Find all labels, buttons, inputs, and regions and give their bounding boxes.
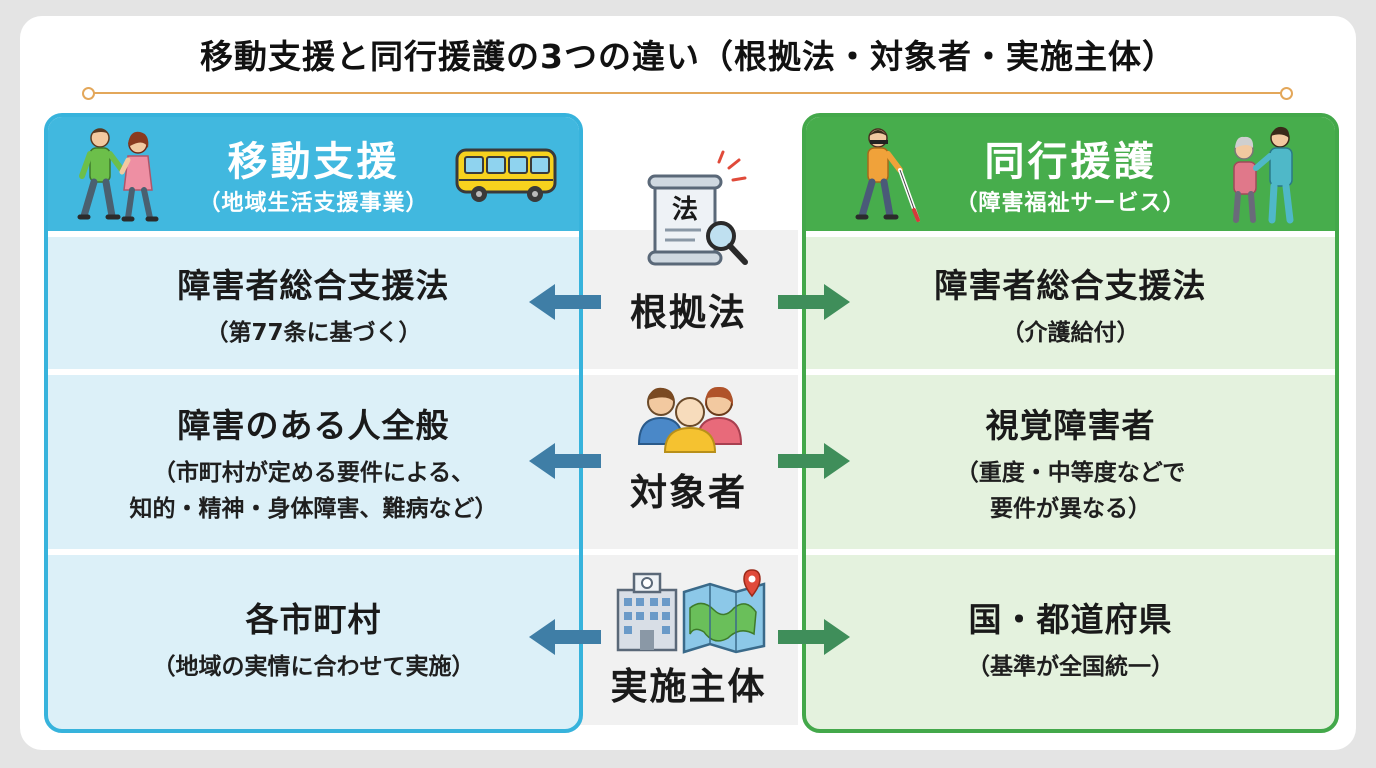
diagram-title: 移動支援と同行援護の3つの違い（根拠法・対象者・実施主体） xyxy=(200,37,1176,76)
row-separator xyxy=(48,369,579,375)
left-target-main: 障害のある人全般 xyxy=(177,406,450,445)
law-document-icon: 法 xyxy=(647,150,748,266)
right-row-implementer: 国・都道府県 （基準が全国統一） xyxy=(806,593,1335,685)
building-map-icon xyxy=(616,569,766,654)
right-law-sub: （介護給付） xyxy=(1001,320,1140,346)
category-separator xyxy=(579,369,798,375)
right-implementer-sub: （基準が全国統一） xyxy=(967,654,1174,680)
right-target-main: 視覚障害者 xyxy=(985,406,1156,445)
cane-walker-icon xyxy=(855,128,920,222)
left-law-main: 障害者総合支援法 xyxy=(177,266,450,305)
bus-icon xyxy=(455,148,557,202)
category-label-implementer: 実施主体 xyxy=(610,665,767,708)
left-row-target: 障害のある人全般 （市町村が定める要件による、 知的・精神・身体障害、難病など） xyxy=(48,399,579,527)
right-panel-subtitle: （障害福祉サービス） xyxy=(955,191,1186,216)
row-separator xyxy=(806,369,1335,375)
left-arrow-law xyxy=(529,284,601,320)
left-implementer-main: 各市町村 xyxy=(245,600,382,639)
row-separator xyxy=(48,231,579,237)
right-law-main: 障害者総合支援法 xyxy=(934,266,1207,305)
left-row-implementer: 各市町村 （地域の実情に合わせて実施） xyxy=(48,593,579,685)
right-panel-title: 同行援護 xyxy=(984,139,1157,185)
right-implementer-main: 国・都道府県 xyxy=(968,600,1173,639)
left-law-sub: （第77条に基づく） xyxy=(205,320,422,346)
law-icon-text: 法 xyxy=(672,195,698,225)
left-target-sub: （市町村が定める要件による、 知的・精神・身体障害、難病など） xyxy=(129,460,498,522)
right-panel-accompany-support: 同行援護 （障害福祉サービス） 障害者総合支援法 （介護給付） 視覚障害者 （重… xyxy=(802,113,1339,733)
right-row-target: 視覚障害者 （重度・中等度などで 要件が異なる） xyxy=(806,399,1335,527)
title-underline xyxy=(88,92,1286,94)
left-arrow-target xyxy=(529,443,601,479)
title-rule-left-dot xyxy=(82,87,95,100)
right-arrow-target xyxy=(778,443,850,479)
title-rule-right-dot xyxy=(1280,87,1293,100)
category-label-law: 根拠法 xyxy=(630,291,747,334)
left-arrow-implementer xyxy=(529,619,601,655)
right-arrow-law xyxy=(778,284,850,320)
left-panel-title: 移動支援 xyxy=(227,139,400,185)
right-row-law: 障害者総合支援法 （介護給付） xyxy=(806,259,1335,351)
left-row-law: 障害者総合支援法 （第77条に基づく） xyxy=(48,259,579,351)
caregiver-elder-icon xyxy=(1233,126,1294,224)
category-label-target: 対象者 xyxy=(630,471,747,514)
row-separator xyxy=(806,231,1335,237)
right-arrow-implementer xyxy=(778,619,850,655)
walking-pair-icon xyxy=(77,128,159,222)
people-group-icon xyxy=(637,386,743,453)
category-separator xyxy=(579,549,798,555)
left-implementer-sub: （地域の実情に合わせて実施） xyxy=(152,654,475,680)
row-separator xyxy=(806,549,1335,555)
row-separator xyxy=(48,549,579,555)
left-panel-subtitle: （地域生活支援事業） xyxy=(198,191,429,216)
right-target-sub: （重度・中等度などで 要件が異なる） xyxy=(955,460,1186,522)
